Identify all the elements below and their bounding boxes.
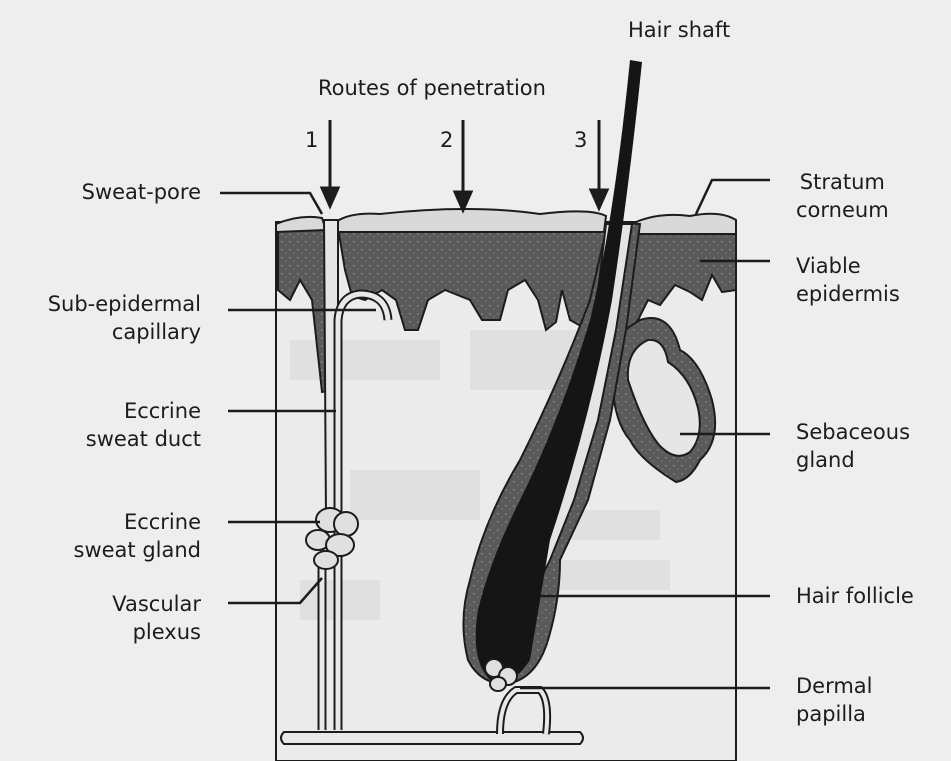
hair-shaft-label: Hair shaft: [628, 16, 730, 44]
route-3-label: 3: [574, 126, 587, 154]
vascular-plexus-vessel: [281, 732, 583, 744]
route-1-label: 1: [305, 126, 318, 154]
route-arrows: [322, 120, 607, 210]
sweat-pore-label: Sweat-pore: [82, 178, 201, 206]
route-2-label: 2: [440, 126, 453, 154]
stratum-corneum-layer: [276, 209, 736, 234]
routes-of-penetration-label: Routes of penetration: [318, 74, 546, 102]
hair-follicle-label: Hair follicle: [796, 582, 914, 610]
